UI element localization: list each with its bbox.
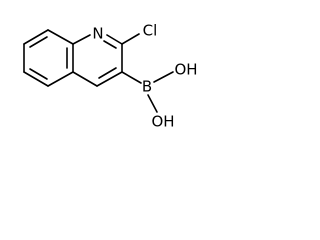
double-bond-inner [29,68,48,80]
bond-b-oh-upper [153,71,174,83]
bond [72,71,98,87]
atom-chlorine: Cl [143,22,158,40]
atom-hydroxyl-lower: OH [151,113,174,131]
double-bond-inner [29,36,48,48]
bond [23,29,49,45]
bond [47,29,74,45]
bond [23,71,49,87]
bond-c-b [121,71,142,84]
bond-c-cl [121,33,140,45]
chemical-structure: N Cl B OH OH [23,22,198,131]
atom-hydroxyl-upper: OH [174,61,197,79]
bond [72,34,91,45]
bond [47,71,74,87]
atom-nitrogen: N [92,25,103,43]
double-bond-inner [103,40,117,49]
bond-b-oh-lower [147,94,158,113]
bond [106,34,123,45]
bond [96,71,123,87]
atom-boron: B [142,78,152,96]
double-bond-inner [98,67,117,79]
